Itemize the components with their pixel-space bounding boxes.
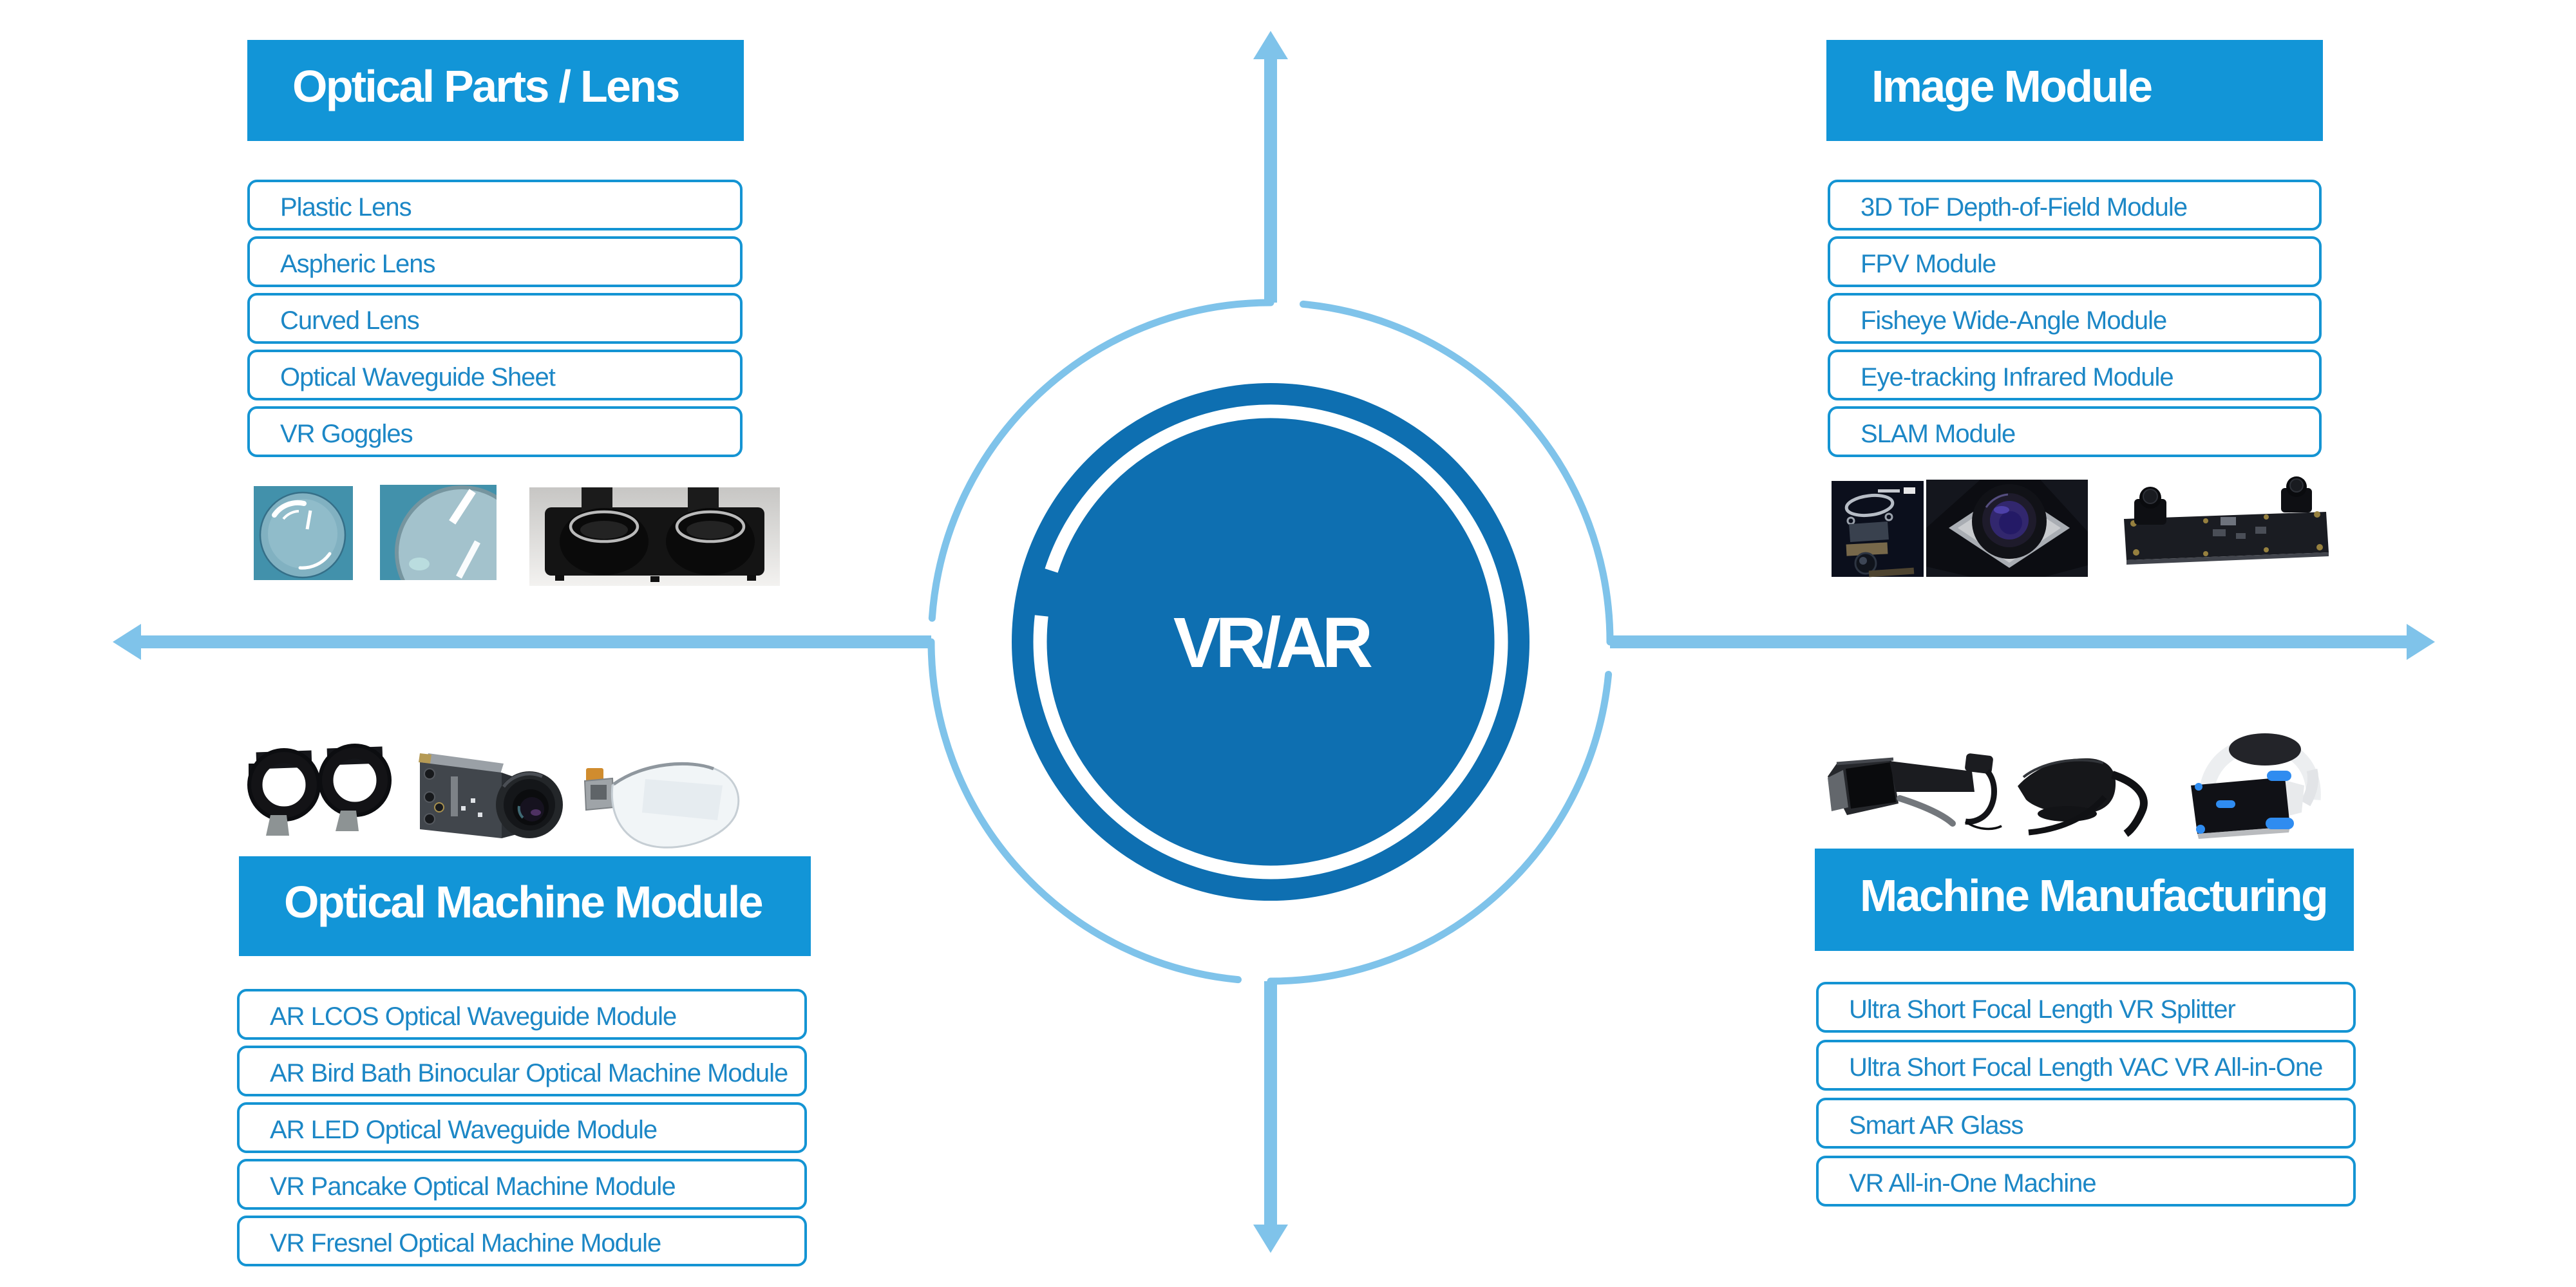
svg-text:VR/AR: VR/AR	[1173, 603, 1372, 682]
